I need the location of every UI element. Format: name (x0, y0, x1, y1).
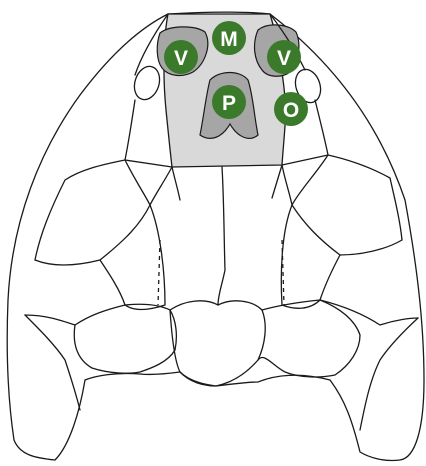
label-m: M (212, 21, 246, 55)
label-p: P (212, 85, 246, 119)
svg-text:V: V (277, 47, 291, 70)
label-o: O (274, 92, 308, 126)
svg-text:O: O (283, 99, 299, 122)
svg-text:V: V (174, 47, 188, 70)
label-v-left: V (164, 40, 198, 74)
label-v-right: V (267, 40, 301, 74)
svg-text:M: M (220, 28, 238, 51)
svg-text:P: P (222, 92, 236, 115)
